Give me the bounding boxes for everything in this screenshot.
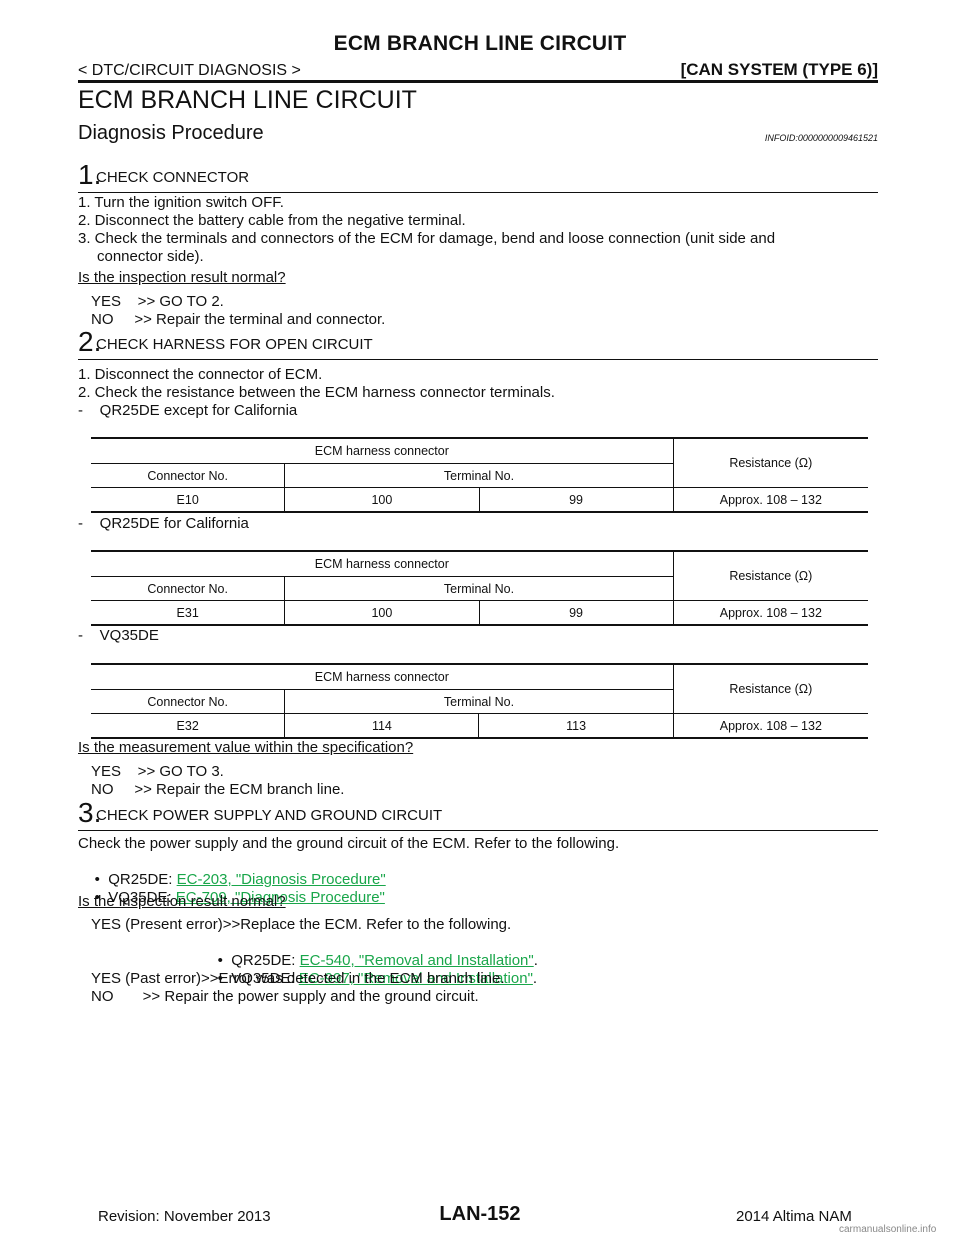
terminal-cell-2: 99 — [478, 600, 674, 626]
step-3-question: Is the inspection result normal? — [78, 893, 286, 910]
ref-prefix: • QR25DE: — [217, 952, 300, 969]
resistance-cell: Approx. 108 – 132 — [672, 713, 868, 739]
step-1-heading: 1. CHECK CONNECTOR — [78, 159, 878, 193]
table-header-connector: Connector No. — [147, 468, 228, 483]
resistance-table-1: ECM harness connector Resistance (Ω) Con… — [91, 437, 868, 513]
step-2-variant-2: - QR25DE for California — [78, 515, 249, 532]
period: . — [532, 970, 538, 987]
header-section: < DTC/CIRCUIT DIAGNOSIS > — [78, 62, 301, 79]
terminal-cell-1: 100 — [284, 487, 479, 513]
step-3-intro: Check the power supply and the ground ci… — [78, 835, 620, 852]
step-1-item-3-cont: connector side). — [97, 248, 204, 265]
step-number: 2. — [78, 326, 102, 357]
step-3-yes-past: YES (Past error)>>Error was detected in … — [91, 970, 505, 987]
table-header-resistance: Resistance (Ω) — [672, 550, 868, 601]
step-number: 3. — [78, 797, 102, 828]
step-1-question: Is the inspection result normal? — [78, 269, 286, 286]
ref-prefix: • VQ35DE: — [217, 970, 299, 987]
table-header-connector: Connector No. — [147, 694, 228, 709]
terminal-cell-1: 100 — [284, 600, 479, 626]
step-1-no: NO >> Repair the terminal and connector. — [91, 311, 386, 328]
step-2-heading: 2. CHECK HARNESS FOR OPEN CIRCUIT — [78, 326, 878, 360]
table-header-terminal: Terminal No. — [284, 576, 674, 601]
connector-cell: E10 — [91, 487, 285, 513]
period: . — [533, 952, 538, 969]
ref-link-ec-997[interactable]: EC-997, "Removal and Installation" — [298, 970, 533, 987]
resistance-table-2: ECM harness connector Resistance (Ω) Con… — [91, 550, 868, 626]
step-2-variant-3: - VQ35DE — [78, 627, 159, 644]
footer-model: 2014 Altima NAM — [736, 1208, 852, 1225]
step-1-yes: YES >> GO TO 2. — [91, 293, 224, 310]
step-3-yes-present: YES (Present error)>>Replace the ECM. Re… — [91, 916, 512, 933]
table-row: E10 100 99 Approx. 108 – 132 — [91, 487, 868, 513]
footer-revision: Revision: November 2013 — [98, 1208, 271, 1225]
resistance-table-3: ECM harness connector Resistance (Ω) Con… — [91, 663, 868, 739]
table-row: E31 100 99 Approx. 108 – 132 — [91, 600, 868, 626]
step-2-no: NO >> Repair the ECM branch line. — [91, 781, 345, 798]
table-header-group: ECM harness connector — [91, 550, 674, 577]
header-system: [CAN SYSTEM (TYPE 6)] — [680, 60, 878, 79]
resistance-cell: Approx. 108 – 132 — [672, 487, 868, 513]
step-3-ref-2: • VQ35DE: EC-709, "Diagnosis Procedure" — [78, 871, 385, 925]
step-number: 1. — [78, 159, 102, 190]
ref-prefix: • QR25DE: — [94, 871, 177, 888]
section-subtitle: Diagnosis Procedure — [78, 122, 264, 144]
terminal-cell-2: 113 — [478, 713, 674, 739]
step-3-removal-2: • VQ35DE: EC-997, "Removal and Installat… — [201, 952, 537, 1006]
step-3-heading: 3. CHECK POWER SUPPLY AND GROUND CIRCUIT — [78, 797, 878, 831]
info-id: INFOID:0000000009461521 — [764, 133, 878, 143]
table-row: E32 114 113 Approx. 108 – 132 — [91, 713, 868, 739]
footer-page-number: LAN-152 — [439, 1203, 521, 1225]
footer-watermark: carmanualsonline.info — [839, 1224, 937, 1235]
ref-link-ec-540[interactable]: EC-540, "Removal and Installation" — [299, 952, 534, 969]
step-3-removal-1: • QR25DE: EC-540, "Removal and Installat… — [201, 934, 538, 988]
step-title: CHECK POWER SUPPLY AND GROUND CIRCUIT — [96, 807, 443, 824]
step-2-yes: YES >> GO TO 3. — [91, 763, 224, 780]
step-2-question: Is the measurement value within the spec… — [78, 739, 414, 756]
step-1-item-2: 2. Disconnect the battery cable from the… — [78, 212, 466, 229]
table-header-terminal: Terminal No. — [284, 689, 674, 714]
step-title: CHECK HARNESS FOR OPEN CIRCUIT — [96, 336, 373, 353]
step-2-variant-1: - QR25DE except for California — [78, 402, 298, 419]
step-1-item-1: 1. Turn the ignition switch OFF. — [78, 194, 284, 211]
ref-link-ec-709[interactable]: EC-709, "Diagnosis Procedure" — [175, 889, 385, 906]
ref-link-ec-203[interactable]: EC-203, "Diagnosis Procedure" — [176, 871, 386, 888]
connector-cell: E31 — [91, 600, 285, 626]
table-header-resistance: Resistance (Ω) — [672, 663, 868, 714]
table-header-group: ECM harness connector — [91, 663, 674, 690]
step-1-item-3: 3. Check the terminals and connectors of… — [78, 230, 776, 247]
step-2-item-2: 2. Check the resistance between the ECM … — [78, 384, 555, 401]
connector-cell: E32 — [91, 713, 285, 739]
terminal-cell-1: 114 — [284, 713, 479, 739]
terminal-cell-2: 99 — [478, 487, 674, 513]
table-header-terminal: Terminal No. — [284, 463, 674, 488]
page-title: ECM BRANCH LINE CIRCUIT — [78, 86, 417, 114]
step-2-item-1: 1. Disconnect the connector of ECM. — [78, 366, 323, 383]
step-3-ref-1: • QR25DE: EC-203, "Diagnosis Procedure" — [78, 853, 386, 907]
table-header-resistance: Resistance (Ω) — [672, 437, 868, 488]
step-title: CHECK CONNECTOR — [96, 169, 250, 186]
step-3-no: NO >> Repair the power supply and the gr… — [91, 988, 479, 1005]
table-header-connector: Connector No. — [147, 581, 228, 596]
table-header-group: ECM harness connector — [91, 437, 674, 464]
header-title: ECM BRANCH LINE CIRCUIT — [333, 32, 627, 55]
header-rule — [78, 80, 878, 83]
ref-prefix: • VQ35DE: — [94, 889, 176, 906]
resistance-cell: Approx. 108 – 132 — [672, 600, 868, 626]
